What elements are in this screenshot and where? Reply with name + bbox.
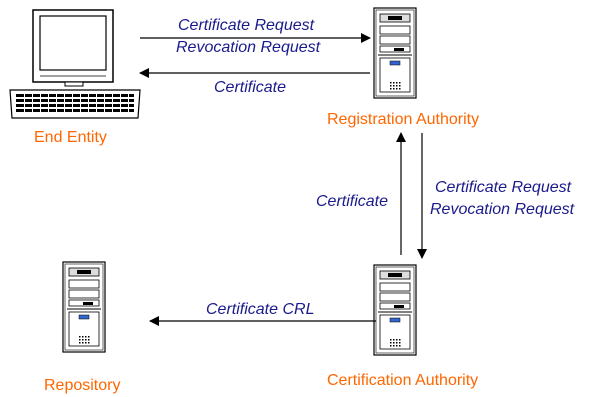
ra-to-ee-label: Certificate: [214, 79, 286, 96]
ee-to-ra-label-2: Revocation Request: [176, 39, 321, 56]
ca-to-repo-label: Certificate CRL: [206, 301, 314, 318]
registration-authority-server-icon: [373, 7, 417, 99]
registration-authority-label: Registration Authority: [327, 111, 479, 128]
certification-authority-label: Certification Authority: [327, 372, 478, 389]
ra-to-ca-label-2: Revocation Request: [430, 201, 575, 218]
end-entity-label: End Entity: [34, 129, 107, 146]
ca-to-ra-label: Certificate: [316, 193, 388, 210]
ra-to-ca-label-1: Certificate Request: [435, 179, 572, 196]
repository-server-icon: [62, 261, 106, 353]
desktop-computer-icon: [9, 9, 141, 119]
certification-authority-server-icon: [373, 264, 417, 356]
repository-label: Repository: [44, 377, 120, 394]
ee-to-ra-label-1: Certificate Request: [178, 17, 315, 34]
